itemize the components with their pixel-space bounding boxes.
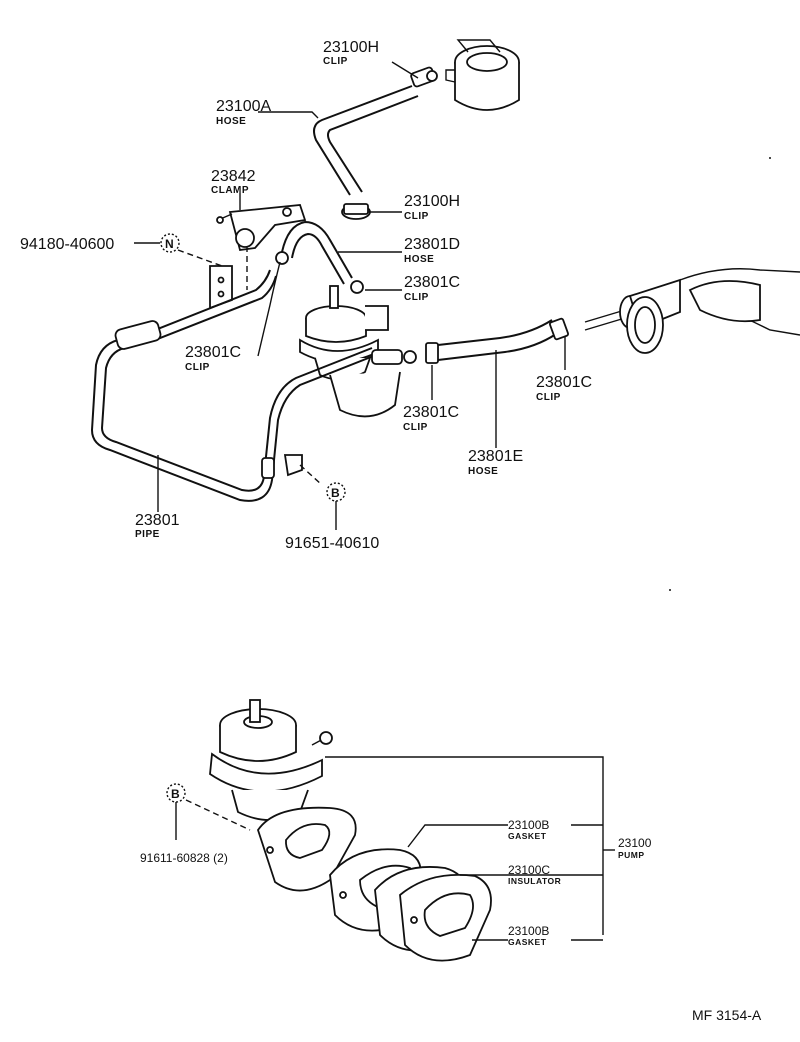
label-gasket-2: 23100B GASKET: [508, 924, 549, 947]
bracket-drawing: [177, 246, 248, 310]
gasket-stack-drawing: [257, 806, 492, 962]
svg-text:23100H: 23100H: [404, 193, 460, 210]
label-insulator: 23100C INSULATOR: [508, 863, 561, 886]
svg-text:23100H: 23100H: [323, 39, 379, 56]
canister-drawing: [445, 39, 520, 111]
stray-dot: [669, 589, 671, 591]
fuel-pump-mid-drawing: [299, 285, 401, 418]
svg-text:HOSE: HOSE: [404, 254, 434, 265]
hose-23100a-drawing: [313, 66, 438, 220]
svg-text:23801C: 23801C: [536, 374, 592, 391]
svg-text:23801: 23801: [135, 512, 180, 529]
svg-text:23801D: 23801D: [404, 236, 460, 253]
marker-b-icon: [166, 783, 186, 803]
svg-text:91651-40610: 91651-40610: [285, 535, 379, 552]
svg-text:23842: 23842: [211, 168, 256, 185]
label-hose-23801e: 23801E HOSE: [468, 448, 523, 477]
label-pump-23100: 23100 PUMP: [618, 836, 652, 860]
label-clip-23100h-top: 23100H CLIP: [323, 39, 379, 67]
svg-text:PIPE: PIPE: [135, 529, 160, 540]
svg-text:PUMP: PUMP: [618, 850, 645, 860]
svg-text:23100B: 23100B: [508, 818, 549, 832]
label-clip-23801c-left: 23801C CLIP: [185, 344, 241, 373]
svg-text:HOSE: HOSE: [216, 116, 246, 127]
stray-dot: [769, 157, 771, 159]
svg-text:CLIP: CLIP: [404, 292, 429, 303]
clamp-23842-drawing: [216, 204, 307, 251]
svg-text:GASKET: GASKET: [508, 937, 547, 947]
svg-text:GASKET: GASKET: [508, 831, 547, 841]
svg-text:CLAMP: CLAMP: [211, 185, 249, 196]
svg-text:23100A: 23100A: [216, 98, 271, 115]
svg-text:23100B: 23100B: [508, 924, 549, 938]
svg-text:23100C: 23100C: [508, 863, 550, 877]
svg-text:B: B: [171, 787, 180, 801]
label-hose-23801d: 23801D HOSE: [404, 236, 460, 265]
svg-text:94180-40600: 94180-40600: [20, 236, 114, 253]
label-bolt-b-top: B 91651-40610: [285, 482, 379, 552]
svg-text:23801C: 23801C: [403, 404, 459, 421]
label-clip-23801c-a: 23801C CLIP: [404, 274, 460, 303]
svg-text:23801C: 23801C: [185, 344, 241, 361]
svg-text:23801C: 23801C: [404, 274, 460, 291]
svg-text:HOSE: HOSE: [468, 466, 498, 477]
marker-n-icon: [160, 233, 180, 253]
fuel-pump-bottom-drawing: [209, 699, 333, 821]
diagram-code: MF 3154-A: [692, 1007, 762, 1023]
svg-text:23801E: 23801E: [468, 448, 523, 465]
label-bolt-n: 94180-40600 N: [20, 233, 180, 253]
svg-text:CLIP: CLIP: [536, 392, 561, 403]
marker-b-icon: [326, 482, 346, 502]
label-pipe-23801: 23801 PIPE: [135, 512, 180, 540]
label-clamp-23842: 23842 CLAMP: [211, 168, 256, 196]
label-clip-23100h-lower: 23100H CLIP: [404, 193, 460, 222]
label-gasket-1: 23100B GASKET: [508, 818, 549, 841]
leader-lines-lower: [175, 756, 615, 941]
svg-text:CLIP: CLIP: [403, 422, 428, 433]
leader-lines-upper: [134, 61, 566, 530]
svg-text:CLIP: CLIP: [323, 56, 348, 67]
label-clip-23801c-mid: 23801C CLIP: [403, 404, 459, 433]
svg-text:N: N: [165, 237, 174, 251]
engine-block-drawing: [584, 268, 800, 354]
label-hose-23100a: 23100A HOSE: [216, 98, 271, 127]
svg-text:CLIP: CLIP: [185, 362, 210, 373]
svg-text:B: B: [331, 486, 340, 500]
svg-text:INSULATOR: INSULATOR: [508, 876, 561, 886]
label-bolt-b-bottom: B 91611-60828 (2): [140, 783, 228, 865]
svg-text:91611-60828 (2): 91611-60828 (2): [140, 851, 228, 865]
label-clip-23801c-right: 23801C CLIP: [536, 374, 592, 403]
pipe-23801-drawing: [90, 269, 417, 502]
hose-23801d-drawing: [275, 220, 364, 294]
svg-text:CLIP: CLIP: [404, 211, 429, 222]
hose-23801e-drawing: [425, 317, 569, 364]
svg-text:23100: 23100: [618, 836, 652, 850]
